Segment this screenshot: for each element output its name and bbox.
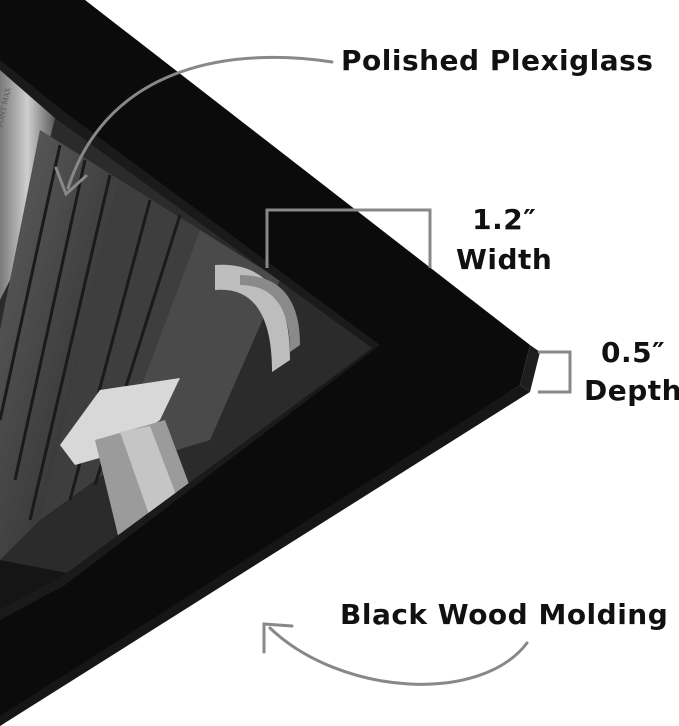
frame-side-depth <box>520 345 540 392</box>
black-wood-molding-label: Black Wood Molding <box>340 598 669 631</box>
photo-column <box>0 70 55 300</box>
depth-value: 0.5″ <box>600 336 666 369</box>
depth-text: Depth <box>584 374 679 407</box>
width-value: 1.2″ <box>472 203 537 236</box>
depth-bracket <box>538 350 572 394</box>
frame-outer-edge <box>0 385 530 726</box>
width-bracket <box>265 208 432 268</box>
width-text: Width <box>456 243 553 276</box>
molding-arrow <box>262 622 529 686</box>
width-label: 1.2″ Width <box>456 200 552 280</box>
depth-label: 0.5″ Depth <box>584 334 679 410</box>
polished-plexiglass-label: Polished Plexiglass <box>341 44 654 77</box>
photo-capital <box>60 378 180 465</box>
plexiglass-arrow <box>54 55 334 197</box>
